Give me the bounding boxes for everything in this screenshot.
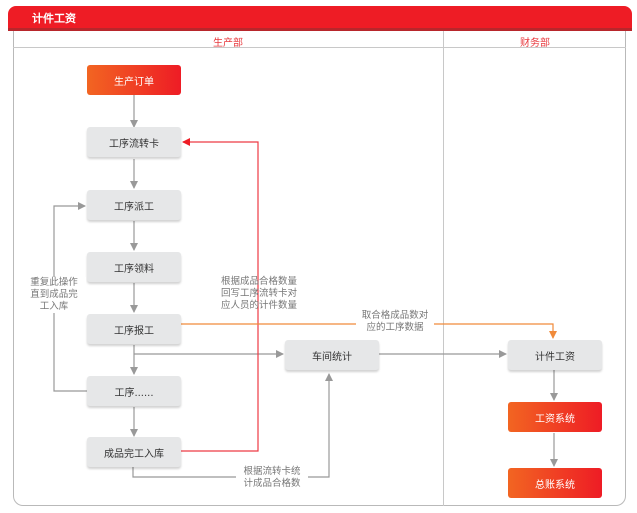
node-ledger-system: 总账系统 xyxy=(508,468,602,498)
note-fetch-line: 取合格成品数对 xyxy=(361,310,429,321)
note-repeat-line: 工入库 xyxy=(39,301,69,312)
note-writeback: 根据成品合格数量 回写工序流转卡对 应人员的计件数量 xyxy=(214,276,304,312)
node-dispatch: 工序派工 xyxy=(87,190,181,220)
node-production-order: 生产订单 xyxy=(87,65,181,95)
lane-header-row xyxy=(13,31,626,48)
lane-label-production: 生产部 xyxy=(213,38,243,49)
node-report: 工序报工 xyxy=(87,314,181,344)
edge-writeback xyxy=(181,138,259,452)
note-fetch-line: 应的工序数据 xyxy=(366,322,424,333)
note-count: 根据流转卡统 计成品合格数 xyxy=(236,466,308,490)
note-count-line: 根据流转卡统 xyxy=(243,466,301,477)
diagram-title: 计件工资 xyxy=(32,12,76,25)
note-repeat: 重复此操作 直到成品完 工入库 xyxy=(22,277,86,313)
node-process-more: 工序...... xyxy=(87,376,181,406)
note-writeback-line: 应人员的计件数量 xyxy=(220,300,297,311)
node-piece-wage: 计件工资 xyxy=(508,340,602,370)
note-writeback-line: 回写工序流转卡对 xyxy=(220,288,297,299)
note-repeat-line: 直到成品完 xyxy=(30,289,78,300)
edge-warehouse-to-stats xyxy=(132,373,333,478)
note-repeat-line: 重复此操作 xyxy=(30,277,78,288)
node-workshop-stats: 车间统计 xyxy=(285,340,379,370)
note-fetch: 取合格成品数对 应的工序数据 xyxy=(356,310,434,334)
node-material: 工序领料 xyxy=(87,252,181,282)
note-writeback-line: 根据成品合格数量 xyxy=(220,276,297,287)
node-process-card: 工序流转卡 xyxy=(87,127,181,157)
lane-divider xyxy=(443,31,444,506)
lane-label-finance: 财务部 xyxy=(520,38,550,49)
node-warehouse: 成品完工入库 xyxy=(87,437,181,467)
title-bar: 计件工资 xyxy=(8,6,632,28)
node-wage-system: 工资系统 xyxy=(508,402,602,432)
diagram-frame xyxy=(13,31,626,506)
edge-fetch xyxy=(181,323,557,339)
note-count-line: 计成品合格数 xyxy=(243,478,301,489)
